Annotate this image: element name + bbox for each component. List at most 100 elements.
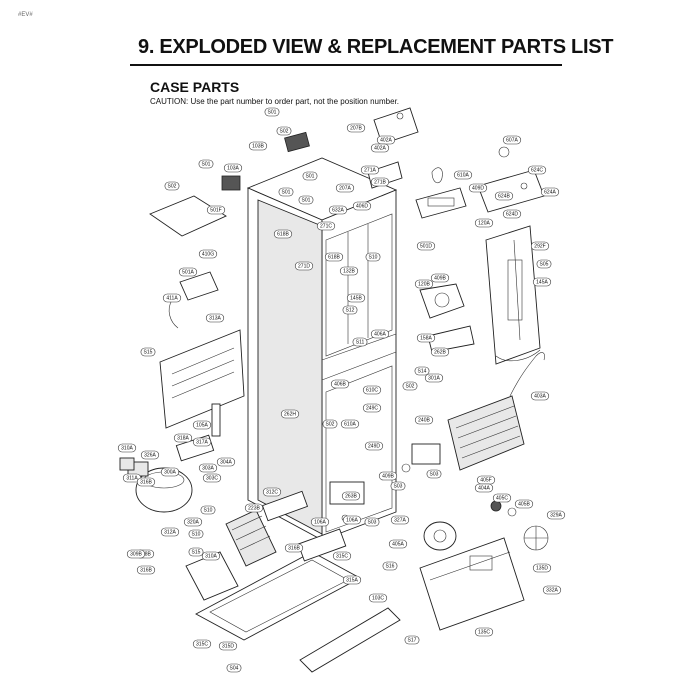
- callout-text: 309B: [130, 551, 142, 557]
- callout-bubble: [340, 419, 360, 429]
- callout-text: 135D: [536, 565, 548, 571]
- callout-bubble: [368, 593, 388, 603]
- callout-label: 301A: [424, 373, 444, 383]
- callout-text: 312A: [164, 529, 176, 535]
- callout-text: 501F: [210, 207, 221, 213]
- callout-text: 103C: [372, 595, 384, 601]
- callout-text: 405F: [480, 477, 491, 483]
- callout-bubble: [468, 183, 488, 193]
- callout-text: 316B: [140, 567, 152, 573]
- callout-bubble: [262, 487, 282, 497]
- callout-text: 105A: [196, 422, 208, 428]
- callout-label: 320A: [183, 517, 203, 527]
- callout-bubble: [532, 277, 552, 287]
- callout-bubble: [492, 493, 512, 503]
- callout-label: S10: [188, 529, 204, 539]
- callout-bubble: [339, 266, 359, 276]
- callout-text: 501A: [182, 269, 194, 275]
- callout-label: 263B: [341, 491, 361, 501]
- evaporator: [447, 352, 545, 471]
- callout-bubble: [532, 563, 552, 573]
- callout-bubble: [160, 467, 180, 477]
- callout-label: 405C: [492, 493, 512, 503]
- callout-label: S03: [426, 469, 442, 479]
- callout-bubble: [540, 187, 560, 197]
- callout-label: 406B: [330, 379, 350, 389]
- callout-label: 405B: [514, 499, 534, 509]
- callout-bubble: [352, 201, 372, 211]
- callout-label: 315C: [192, 639, 212, 649]
- callout-label: S01: [198, 159, 214, 169]
- callout-bubble: [530, 241, 550, 251]
- callout-text: S17: [408, 637, 417, 643]
- callout-label: 406D: [352, 201, 372, 211]
- callout-label: 316B: [284, 543, 304, 553]
- callout-text: S01: [268, 109, 277, 115]
- callout-text: 132B: [343, 268, 355, 274]
- callout-label: 310A: [201, 551, 221, 561]
- callout-bubble: [342, 575, 362, 585]
- callout-bubble: [330, 379, 350, 389]
- callout-bubble: [198, 249, 218, 259]
- parts-drawing: [119, 107, 549, 673]
- callout-label: 315C: [332, 551, 352, 561]
- callout-bubble: [416, 333, 436, 343]
- callout-text: 409D: [472, 185, 484, 191]
- callout-label: S01: [264, 107, 280, 117]
- callout-text: S02: [406, 383, 415, 389]
- callout-text: 610C: [366, 387, 378, 393]
- callout-label: 292F: [530, 241, 550, 251]
- callout-label: 120A: [474, 218, 494, 228]
- callout-label: 409B: [378, 471, 398, 481]
- callout-text: 409B: [434, 275, 446, 281]
- callout-label: 402A: [376, 135, 396, 145]
- callout-bubble: [226, 663, 242, 673]
- callout-label: 610C: [362, 385, 382, 395]
- callout-text: 271A: [364, 167, 376, 173]
- callout-text: 300A: [164, 469, 176, 475]
- fan-motor: [423, 500, 549, 551]
- callout-label: 315D: [218, 641, 238, 651]
- callout-bubble: [188, 529, 204, 539]
- callout-text: S14: [418, 368, 427, 374]
- callout-label: 312A: [160, 527, 180, 537]
- callout-label: S15: [188, 547, 204, 557]
- callout-label: 405F: [476, 475, 496, 485]
- callout-text: 158A: [420, 335, 432, 341]
- callout-text: S16: [386, 563, 395, 569]
- callout-label: 158A: [416, 333, 436, 343]
- callout-bubble: [160, 527, 180, 537]
- callout-bubble: [183, 517, 203, 527]
- callout-label: 240B: [414, 415, 434, 425]
- callout-bubble: [198, 159, 214, 169]
- callout-label: 610A: [453, 170, 473, 180]
- callout-label: S05: [536, 259, 552, 269]
- callout-text: S02: [326, 421, 335, 427]
- callout-bubble: [514, 499, 534, 509]
- callout-text: S03: [430, 471, 439, 477]
- callout-label: 271A: [360, 165, 380, 175]
- callout-bubble: [536, 259, 552, 269]
- callout-bubble: [278, 187, 294, 197]
- section-title: CASE PARTS: [150, 79, 240, 95]
- callout-text: 624C: [531, 167, 543, 173]
- callout-label: 300A: [160, 467, 180, 477]
- callout-bubble: [341, 491, 361, 501]
- callout-bubble: [414, 279, 434, 289]
- callout-text: 310A: [205, 553, 217, 559]
- callout-bubble: [364, 517, 380, 527]
- callout-text: 610A: [344, 421, 356, 427]
- callout-text: 317A: [196, 439, 208, 445]
- callout-label: 103C: [368, 593, 388, 603]
- callout-text: S10: [204, 507, 213, 513]
- callout-bubble: [198, 463, 218, 473]
- callout-text: 404A: [478, 485, 490, 491]
- callout-text: S03: [394, 483, 403, 489]
- callout-bubble: [378, 471, 398, 481]
- callout-bubble: [324, 252, 344, 262]
- callout-bubble: [382, 561, 398, 571]
- callout-label: 223B: [244, 503, 264, 513]
- callout-bubble: [404, 635, 420, 645]
- callout-label: 310A: [117, 443, 137, 453]
- callout-label: 145B: [346, 293, 366, 303]
